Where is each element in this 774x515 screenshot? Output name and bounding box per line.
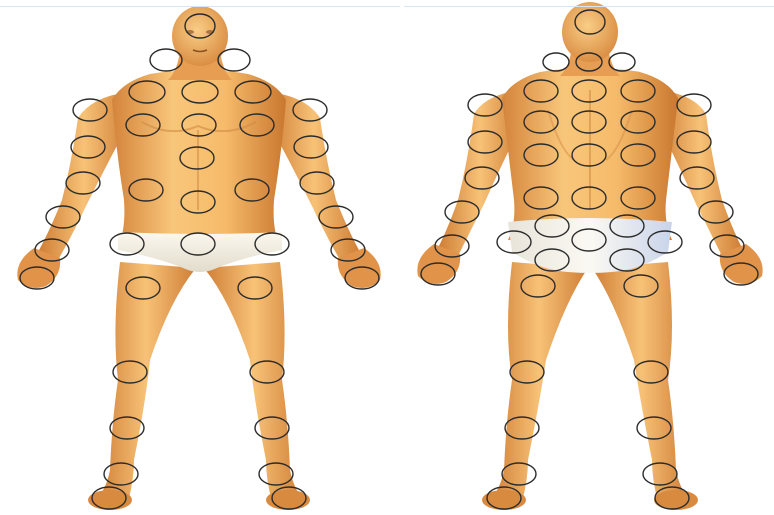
- top-divider: [0, 6, 400, 7]
- front-left-leg: [96, 262, 196, 502]
- front-point-marker-3[interactable]: [218, 49, 250, 71]
- back-point-marker-2[interactable]: [543, 53, 569, 71]
- back-left-leg: [490, 262, 588, 502]
- front-head: [172, 6, 228, 66]
- back-figure: [417, 2, 762, 510]
- back-right-leg: [592, 262, 690, 502]
- front-right-leg: [204, 262, 304, 502]
- top-divider: [404, 6, 774, 7]
- front-point-marker-2[interactable]: [150, 49, 182, 71]
- back-point-marker-4[interactable]: [609, 53, 635, 71]
